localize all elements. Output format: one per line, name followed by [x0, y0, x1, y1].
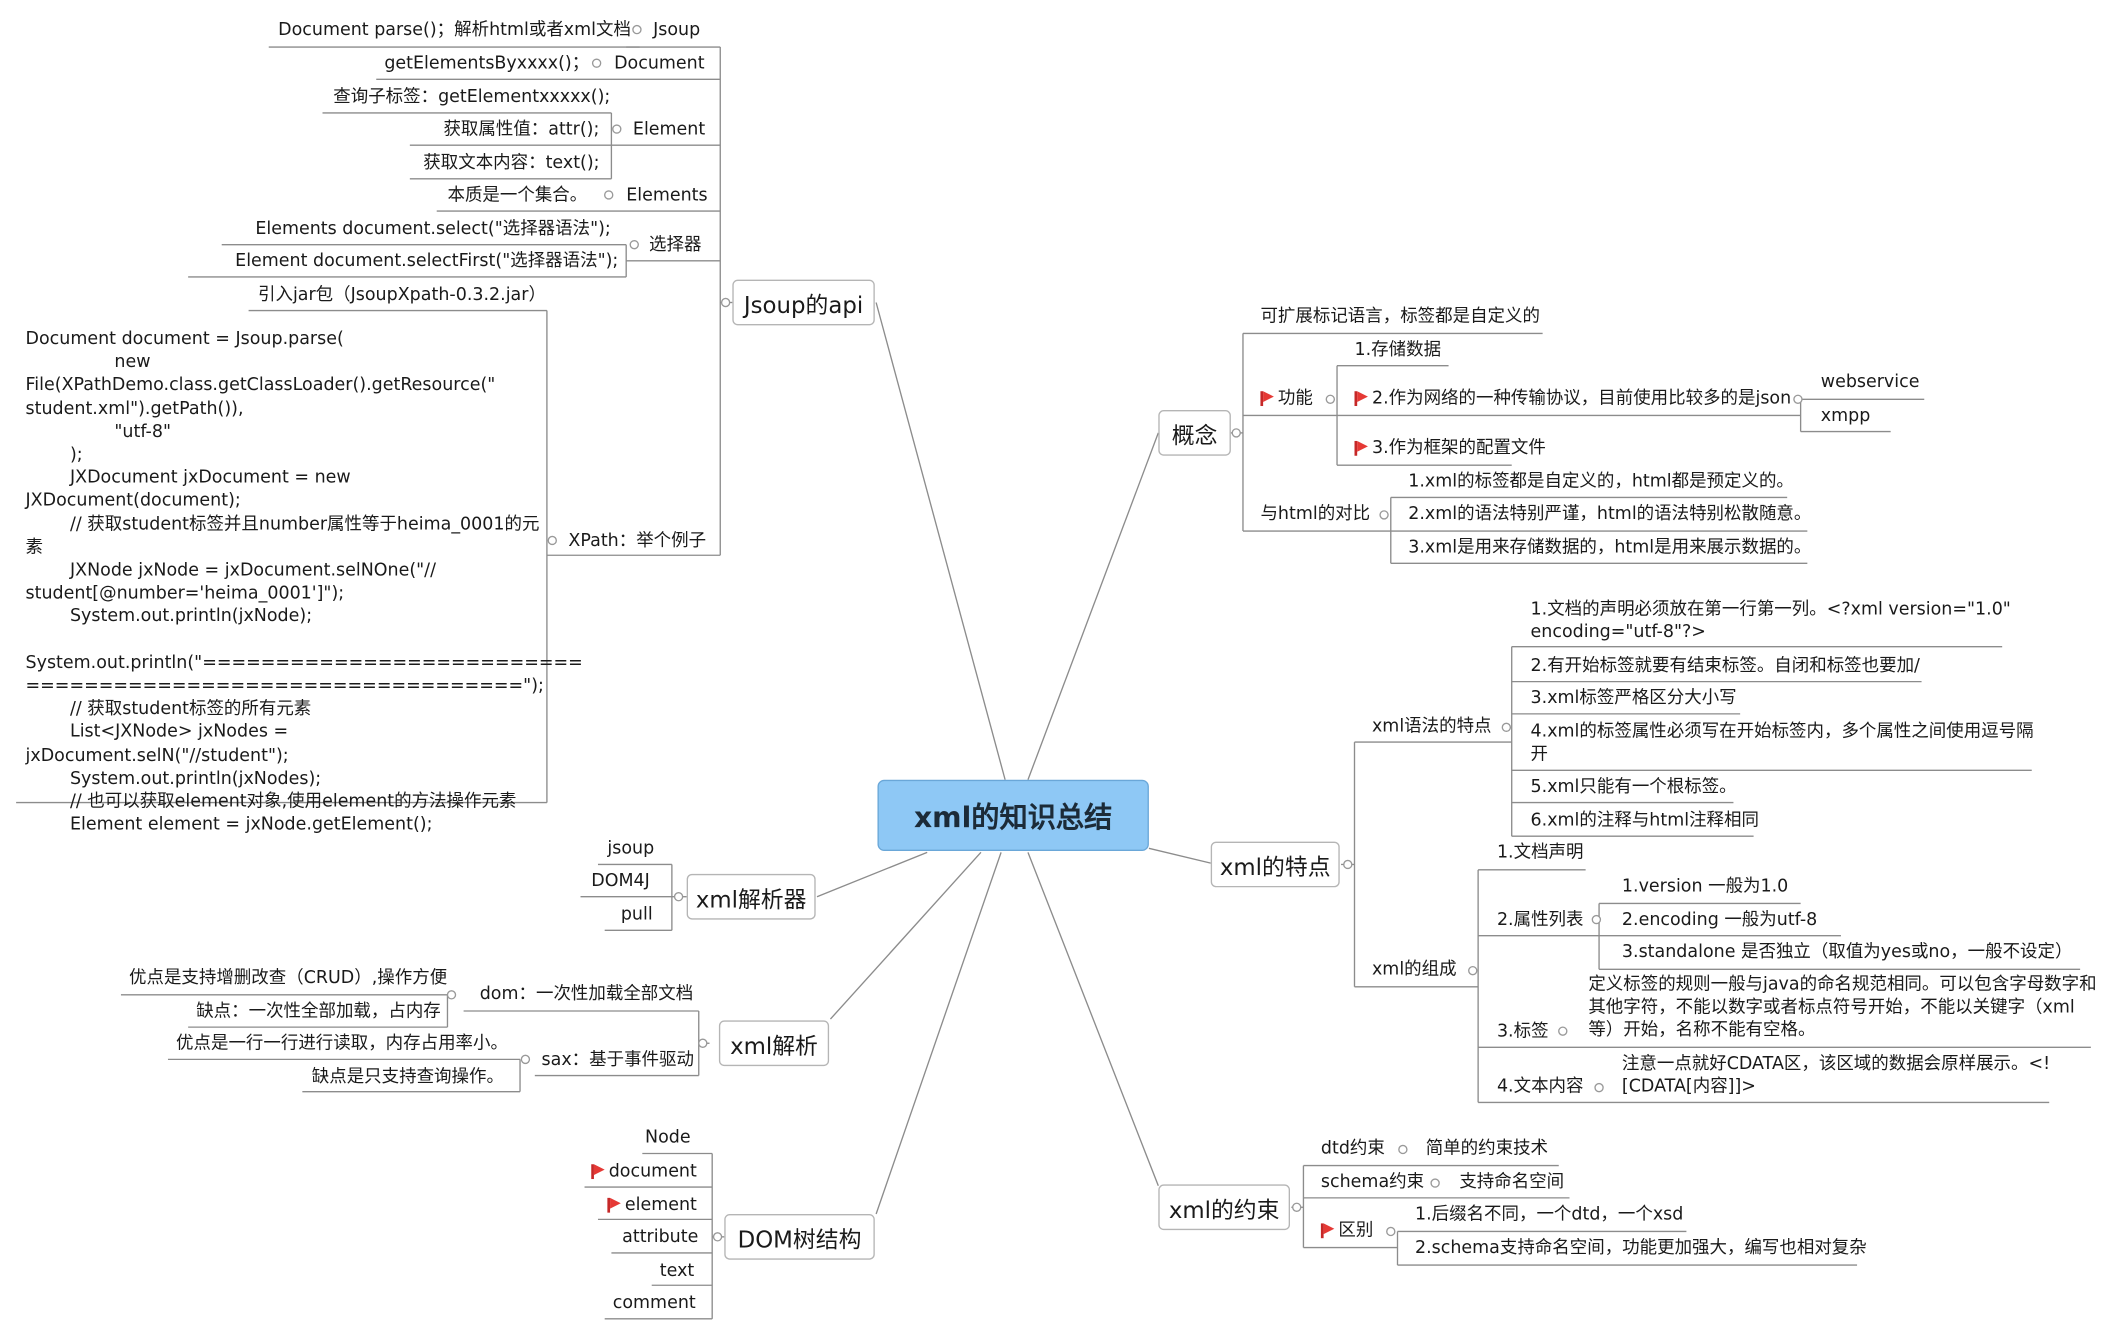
comp-tag: 3.标签 [1496, 1021, 1549, 1042]
select-first-label: Element document.selectFirst("选择器语法"); [235, 251, 619, 272]
syntax-6: 6.xml的注释与html注释相同 [1530, 810, 1759, 831]
dom-comment: comment [612, 1293, 696, 1314]
jsoup-label: Jsoup [653, 20, 701, 41]
xpath-label: XPath：举个例子 [568, 531, 707, 552]
attr-standalone: 3.standalone 是否独立（取值为yes或no，一般不设定） [1621, 942, 2073, 963]
tag-rule: 定义标签的规则一般与java的命名规范相同。可以包含字母数字和 其他字符，不能以… [1588, 974, 2097, 1041]
dtd-desc: 简单的约束技术 [1425, 1138, 1549, 1159]
syntax-3: 3.xml标签严格区分大小写 [1530, 688, 1737, 709]
flag-icon [1320, 1223, 1335, 1239]
diff-2: 2.schema支持命名空间，功能更加强大，编写也相对复杂 [1414, 1238, 1867, 1259]
func-protocol: 2.作为网络的一种传输协议，目前使用比较多的是json [1371, 388, 1792, 409]
diff-1: 1.后缀名不同，一个dtd，一个xsd [1414, 1204, 1684, 1225]
attr-version: 1.version 一般为1.0 [1621, 876, 1789, 897]
diff-label: 区别 [1338, 1220, 1374, 1241]
syntax-1: 1.文档的声明必须放在第一行第一列。<?xml version="1.0" en… [1530, 599, 2011, 643]
syntax-label: xml语法的特点 [1371, 716, 1492, 737]
xml-parsing-topic[interactable]: xml解析 [718, 1020, 830, 1067]
parse-label: Document parse()；解析html或者xml文档 [278, 20, 631, 41]
comp-content: 4.文本内容 [1496, 1076, 1584, 1098]
schema-label: schema约束 [1320, 1172, 1425, 1193]
compare-html-label: 与html的对比 [1260, 504, 1371, 525]
sax-label: sax：基于事件驱动 [541, 1049, 694, 1071]
cdata-note: 注意一点就好CDATA区，该区域的数据会原样展示。<! [CDATA[内容]]> [1621, 1054, 2051, 1098]
function-label: 功能 [1277, 388, 1313, 409]
dom-attribute: attribute [622, 1227, 699, 1248]
comp-attrs: 2.属性列表 [1496, 910, 1584, 931]
parser-jsoup: jsoup [607, 838, 655, 860]
attr-label: 获取属性值：attr(); [443, 119, 600, 140]
syntax-2: 2.有开始标签就要有结束标签。自闭和标签也要加/ [1530, 656, 1920, 677]
flag-icon [1354, 391, 1368, 407]
collection-label: 本质是一个集合。 [447, 185, 588, 206]
xmpp-label: xmpp [1820, 406, 1871, 427]
text-method-label: 获取文本内容：text(); [423, 153, 600, 174]
jar-label: 引入jar包（JsoupXpath-0.3.2.jar） [258, 285, 546, 306]
compare-2: 2.xml的语法特别严谨，html的语法特别松散随意。 [1408, 504, 1812, 525]
flag-icon [1260, 391, 1274, 407]
parser-dom4j: DOM4J [591, 871, 650, 892]
dtd-label: dtd约束 [1320, 1138, 1385, 1159]
compare-3: 3.xml是用来存储数据的，html是用来展示数据的。 [1408, 537, 1812, 558]
xml-features-topic[interactable]: xml的特点 [1210, 841, 1340, 888]
element-label: Element [632, 119, 706, 140]
schema-desc: 支持命名空间 [1459, 1172, 1565, 1193]
syntax-4: 4.xml的标签属性必须写在开始标签内，多个属性之间使用逗号隔 开 [1530, 721, 2034, 765]
parser-pull: pull [620, 904, 653, 925]
concept-definition: 可扩展标记语言，标签都是自定义的 [1260, 306, 1540, 327]
jsoup-api-topic[interactable]: Jsoup的api [732, 279, 875, 326]
child-query-label: 查询子标签：getElementxxxxx(); [333, 87, 611, 108]
document-label: Document [614, 53, 705, 74]
func-store: 1.存储数据 [1354, 340, 1442, 361]
compare-1: 1.xml的标签都是自定义的，html都是预定义的。 [1408, 471, 1794, 493]
flag-icon [607, 1197, 621, 1213]
dom-pro-label: 优点是支持增删改查（CRUD）,操作方便 [129, 967, 448, 989]
root-topic[interactable]: xml的知识总结 [877, 779, 1149, 852]
func-config: 3.作为框架的配置文件 [1371, 438, 1546, 459]
get-by-label: getElementsByxxxx()； [384, 53, 590, 74]
attr-encoding: 2.encoding 一般为utf-8 [1621, 910, 1818, 931]
dom-element: element [624, 1195, 697, 1216]
dom-document: document [608, 1161, 697, 1182]
xml-constraints-topic[interactable]: xml的约束 [1158, 1184, 1290, 1231]
dom-text: text [659, 1261, 695, 1282]
composition-label: xml的组成 [1371, 959, 1457, 981]
selector-label: 选择器 [649, 235, 702, 256]
sax-pro-label: 优点是一行一行进行读取，内存占用率小。 [176, 1033, 508, 1055]
dom-label: dom：一次性加载全部文档 [479, 984, 694, 1005]
webservice-label: webservice [1820, 372, 1920, 393]
concept-topic[interactable]: 概念 [1158, 410, 1231, 456]
dom-node: Node [645, 1127, 691, 1149]
flag-icon [591, 1164, 605, 1180]
select-label: Elements document.select("选择器语法"); [255, 219, 611, 240]
sax-con-label: 缺点是只支持查询操作。 [311, 1067, 504, 1088]
dom-tree-topic[interactable]: DOM树结构 [724, 1213, 875, 1260]
xml-parser-topic[interactable]: xml解析器 [686, 873, 816, 920]
flag-icon [1354, 440, 1368, 456]
elements-label: Elements [626, 185, 708, 206]
dom-con-label: 缺点：一次性全部加载，占内存 [196, 1001, 441, 1022]
comp-declaration: 1.文档声明 [1496, 842, 1584, 864]
syntax-5: 5.xml只能有一个根标签。 [1530, 777, 1737, 798]
xpath-code-block: Document document = Jsoup.parse( new Fil… [25, 329, 583, 836]
